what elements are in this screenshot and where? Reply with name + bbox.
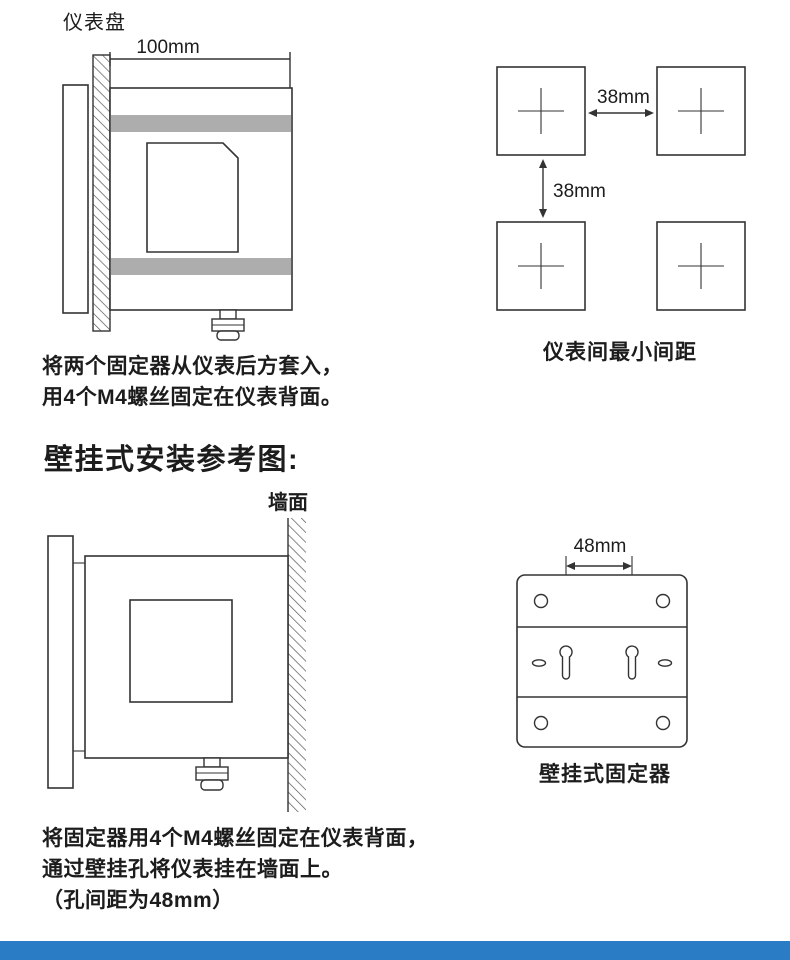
spacing-caption: 仪表间最小间距 — [543, 341, 697, 364]
wall-mount-diagram: 墙面 — [47, 490, 308, 812]
dim-38mm-v-label: 38mm — [553, 181, 606, 202]
fixer-corner-hole-4 — [655, 715, 671, 731]
cable-gland-stub — [219, 309, 237, 320]
plus-mark-2 — [678, 88, 724, 134]
dim-48mm-label: 48mm — [574, 536, 627, 557]
plus-mark-1 — [518, 88, 564, 134]
keyhole-slot-left — [559, 645, 573, 680]
mounting-bracket-bottom — [111, 258, 291, 275]
panel-wall-hatch — [92, 54, 111, 332]
plus-mark-4 — [678, 243, 724, 289]
wall-bezel — [47, 535, 74, 789]
fixer-caption: 壁挂式固定器 — [539, 763, 671, 786]
cable-gland — [211, 309, 245, 341]
plus-mark-3 — [518, 243, 564, 289]
keyhole-slot-right — [625, 645, 639, 680]
fixer-corner-hole-3 — [533, 715, 549, 731]
wall-note-line3: （孔间距为48mm） — [42, 889, 234, 912]
dim-38mm-h-label: 38mm — [597, 87, 650, 108]
fixer-corner-hole-1 — [533, 593, 549, 609]
wall-label: 墙面 — [268, 490, 308, 514]
wall-note: 将固定器用4个M4螺丝固定在仪表背面， 通过壁挂孔将仪表挂在墙面上。 （孔间距为… — [42, 823, 428, 916]
wall-inner-plate — [129, 599, 233, 703]
wall-heading: 壁挂式安装参考图: — [44, 444, 300, 476]
panel-title: 仪表盘 — [63, 12, 126, 34]
panel-bezel — [62, 84, 89, 314]
dim-arrow-vertical — [539, 159, 547, 218]
fixer-plate — [516, 574, 688, 748]
instrument-inner-plate — [146, 142, 239, 253]
wall-note-line1: 将固定器用4个M4螺丝固定在仪表背面， — [42, 827, 429, 850]
wall-note-line2: 通过壁挂孔将仪表挂在墙面上。 — [42, 858, 343, 881]
fixer-diagram: 48mm — [516, 536, 688, 748]
footer-accent-bar — [0, 941, 790, 960]
dim-arrow-horizontal — [588, 109, 654, 117]
spacing-diagram: 38mm 38mm — [496, 66, 746, 311]
panel-mount-diagram: 100mm — [62, 37, 293, 341]
side-slot-left — [531, 659, 547, 667]
panel-note: 将两个固定器从仪表后方套入， 用4个M4螺丝固定在仪表背面。 — [42, 351, 343, 413]
panel-note-line1: 将两个固定器从仪表后方套入， — [42, 355, 343, 378]
cable-gland-cap — [216, 330, 240, 341]
wall-cable-gland — [195, 757, 229, 791]
wall-cable-gland-cap — [200, 779, 224, 791]
fixer-corner-hole-2 — [655, 593, 671, 609]
side-slot-right — [657, 659, 673, 667]
wall-hatch — [288, 518, 306, 812]
dim-100mm-label: 100mm — [136, 37, 199, 58]
panel-note-line2: 用4个M4螺丝固定在仪表背面。 — [42, 386, 343, 409]
wall-cable-gland-stub — [203, 757, 221, 768]
mounting-bracket-top — [111, 115, 291, 132]
dim-arrow-48 — [566, 562, 632, 570]
